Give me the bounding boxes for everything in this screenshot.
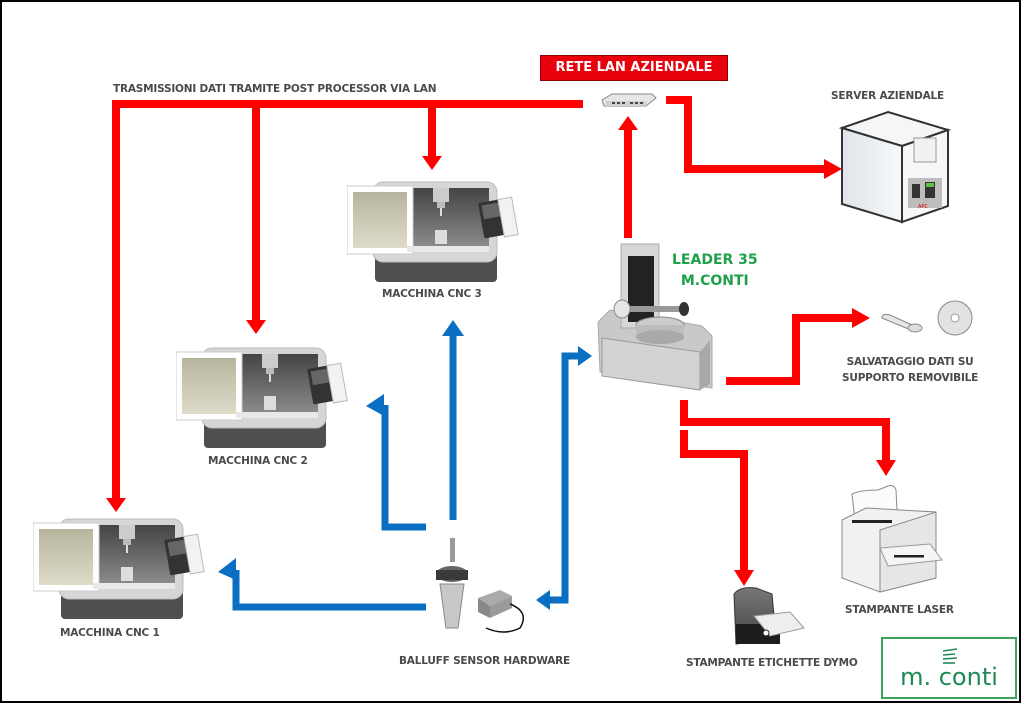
cd-disc-icon bbox=[937, 300, 973, 336]
lan-line-removable bbox=[726, 314, 854, 385]
sensor-line-cnc2 bbox=[381, 405, 426, 531]
network-switch-icon bbox=[601, 93, 657, 107]
arrow-to-server bbox=[824, 159, 842, 179]
cnc3-label: MACCHINA CNC 3 bbox=[382, 288, 482, 300]
transmission-label: TRASMISSIONI DATI TRAMITE POST PROCESSOR… bbox=[113, 83, 437, 95]
server-icon: APC bbox=[838, 110, 952, 224]
removable-label: SALVATAGGIO DATI SU SUPPORTO REMOVIBILE bbox=[842, 354, 978, 386]
laser-printer-icon bbox=[841, 485, 943, 593]
dymo-label: STAMPANTE ETICHETTE DYMO bbox=[686, 657, 858, 669]
leader-label-line1: LEADER 35 bbox=[672, 252, 758, 268]
removable-label-line1: SALVATAGGIO DATI SU bbox=[846, 356, 974, 368]
mconti-logo: m. conti bbox=[881, 637, 1017, 699]
label-printer-icon bbox=[733, 587, 805, 645]
removable-label-line2: SUPPORTO REMOVIBILE bbox=[842, 372, 979, 384]
tool-presetter-icon bbox=[597, 243, 713, 391]
cnc-machine-3 bbox=[346, 178, 519, 288]
arrow-to-cnc1 bbox=[106, 498, 126, 512]
balluff-label: BALLUFF SENSOR HARDWARE bbox=[399, 655, 571, 667]
arrow-blue-balluff bbox=[536, 590, 550, 610]
arrow-to-switch bbox=[618, 116, 638, 130]
cnc1-label: MACCHINA CNC 1 bbox=[60, 627, 160, 639]
sensor-line-leader bbox=[545, 352, 580, 604]
logo-text: m. conti bbox=[900, 663, 998, 691]
arrow-blue-cnc3 bbox=[442, 320, 464, 336]
cnc-machine-2 bbox=[175, 344, 348, 454]
arrow-blue-cnc1 bbox=[218, 558, 236, 580]
sensor-icon bbox=[436, 538, 525, 633]
lan-line-dymo bbox=[680, 430, 748, 572]
arrow-blue-cnc2 bbox=[366, 394, 384, 416]
leader-label-line2: M.CONTI bbox=[680, 273, 749, 289]
arrow-to-cnc3 bbox=[422, 156, 442, 170]
cnc-machine-icon bbox=[32, 518, 205, 619]
laser-printer-label: STAMPANTE LASER bbox=[845, 604, 954, 616]
leader-label: LEADER 35 M.CONTI bbox=[672, 250, 758, 292]
cnc2-label: MACCHINA CNC 2 bbox=[208, 455, 308, 467]
lan-line-server bbox=[666, 96, 826, 173]
arrow-to-dymo bbox=[734, 570, 754, 586]
logo-lines-icon bbox=[942, 648, 958, 664]
svg-text:APC: APC bbox=[918, 204, 928, 210]
cnc-machine-1 bbox=[32, 515, 205, 625]
server-label: SERVER AZIENDALE bbox=[831, 90, 944, 102]
usb-drive-icon bbox=[881, 313, 923, 333]
cnc-machine-icon bbox=[175, 347, 348, 448]
lan-network-badge: RETE LAN AZIENDALE bbox=[540, 55, 728, 81]
arrow-blue-leader bbox=[578, 346, 592, 366]
lan-line-laser bbox=[680, 400, 890, 462]
arrow-to-removable bbox=[852, 308, 870, 328]
lan-line-bus bbox=[112, 100, 583, 500]
sensor-line-cnc1 bbox=[232, 570, 426, 611]
arrow-to-cnc2 bbox=[246, 320, 266, 334]
cnc-machine-icon bbox=[346, 181, 519, 282]
arrow-to-laser bbox=[876, 460, 896, 476]
